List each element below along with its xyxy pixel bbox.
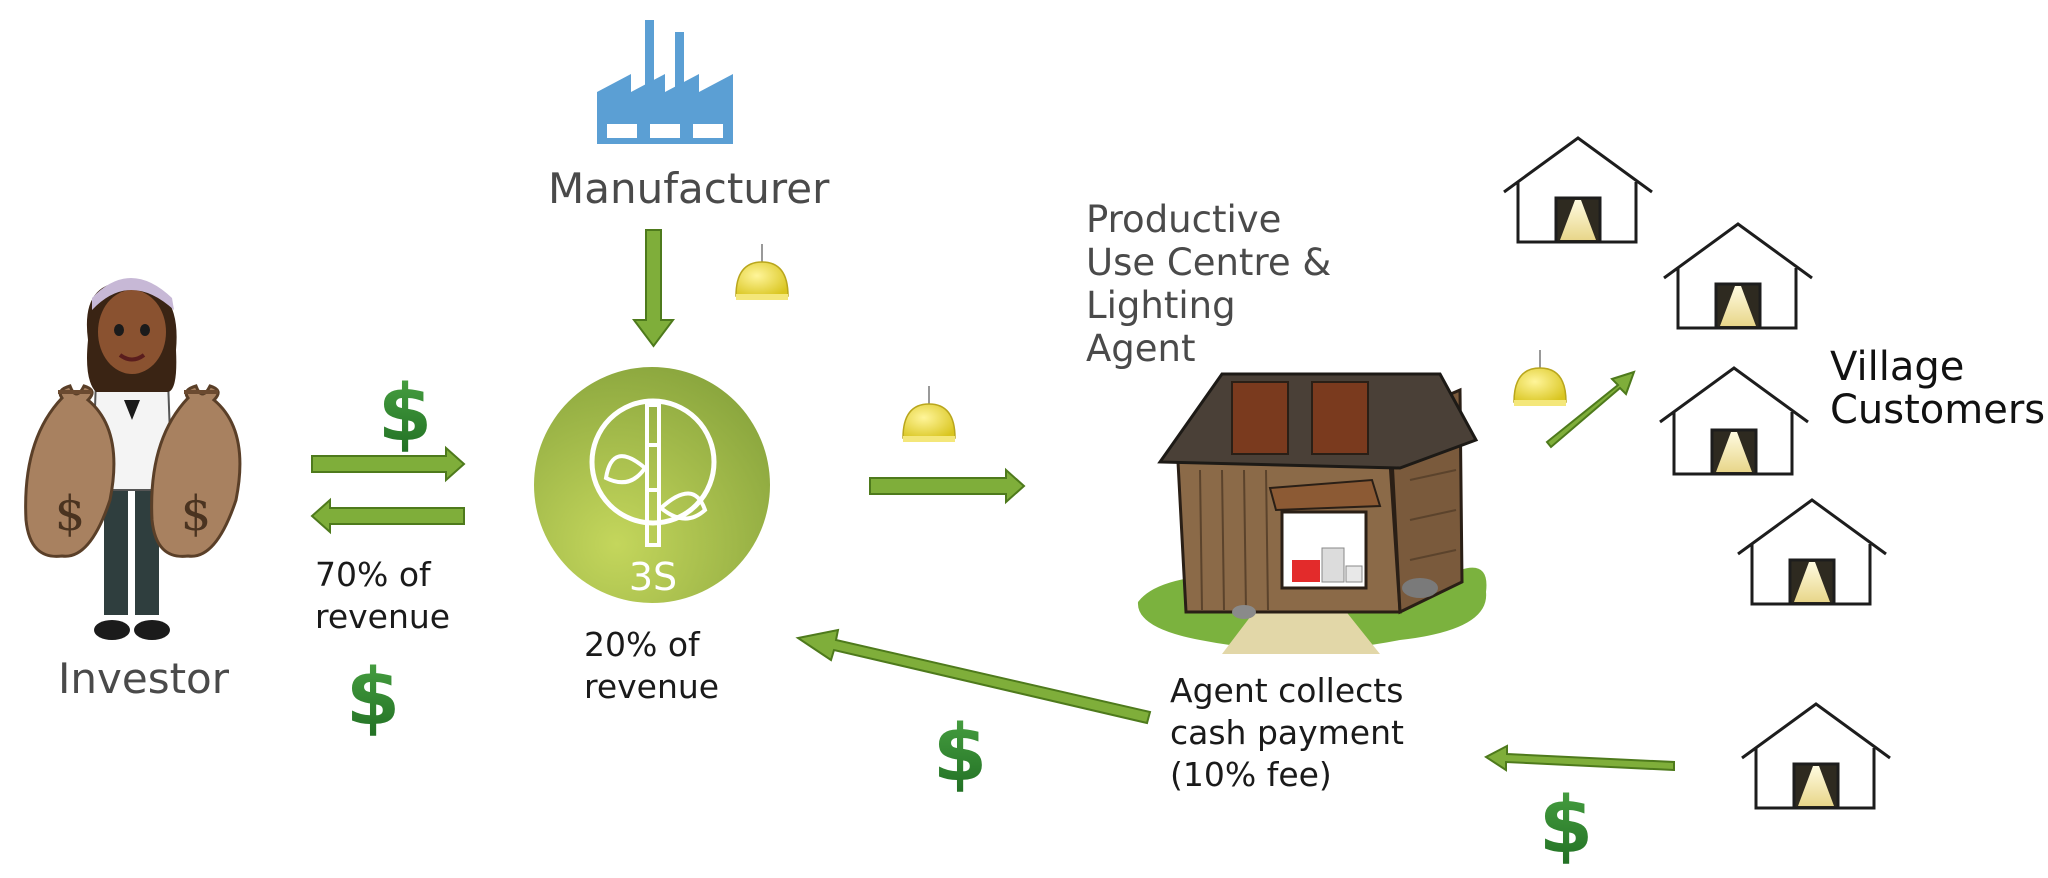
productive-use-label: Productive Use Centre & Lighting Agent (1086, 198, 1332, 370)
dollar-icon: $ (1539, 781, 1593, 871)
money-bag-symbol: $ (55, 486, 86, 542)
agent-fee-label: Agent collects cash payment (10% fee) (1170, 671, 1404, 794)
arrow-agent-to-3s (795, 628, 1152, 725)
house-icon (1663, 222, 1813, 330)
lamp-icon (1513, 350, 1567, 406)
company-share-label: 20% of revenue (584, 625, 720, 706)
logo-3s (534, 367, 770, 603)
manufacturer-label: Manufacturer (548, 164, 830, 213)
village-customers-label: Village Customers (1830, 344, 2046, 433)
arrow-3s-to-agent (869, 467, 1026, 505)
money-bag-icon (150, 384, 242, 558)
investor-share-label: 70% of revenue (315, 555, 451, 636)
arrow-manufacturer-to-3s (632, 229, 675, 348)
shop-illustration (1137, 372, 1487, 654)
arrow-3s-to-investor (310, 497, 465, 535)
investor-label: Investor (58, 654, 230, 703)
dollar-icon: $ (346, 653, 400, 743)
house-icon (1737, 498, 1887, 606)
arrow-agent-to-customers (1545, 370, 1636, 449)
house-icon (1741, 702, 1891, 810)
money-bag-symbol: $ (181, 486, 212, 542)
lamp-icon (735, 244, 789, 300)
arrow-customers-to-agent (1484, 744, 1675, 772)
factory-icon (597, 20, 733, 144)
money-bag-icon (24, 384, 116, 558)
house-icon (1503, 136, 1653, 244)
dollar-icon: $ (378, 369, 432, 459)
house-icon (1659, 366, 1809, 476)
arrow-investor-to-3s (311, 445, 466, 483)
lamp-icon (902, 386, 956, 442)
logo-label: 3S (629, 555, 677, 599)
dollar-icon: $ (933, 709, 987, 799)
